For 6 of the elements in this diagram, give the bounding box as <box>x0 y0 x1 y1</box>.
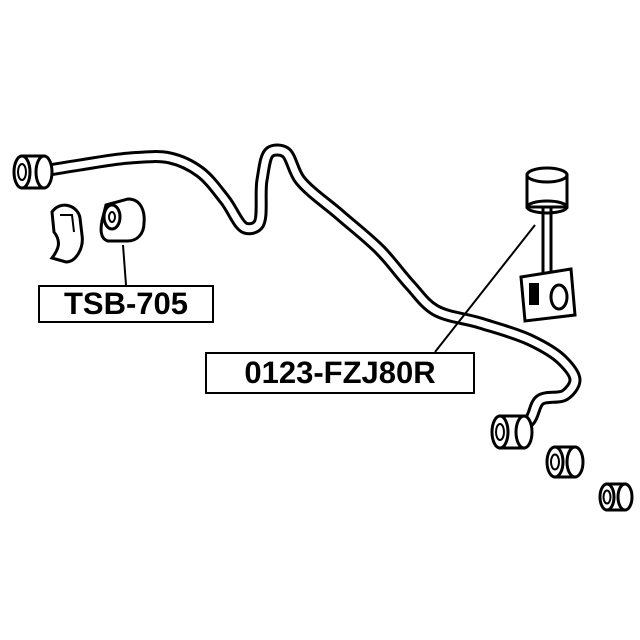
stabilizer-link-drawing <box>519 166 577 323</box>
part-number-label: TSB-705 <box>38 285 214 323</box>
leader-line <box>434 224 536 353</box>
bushing-drawing <box>100 198 146 242</box>
leader-line <box>122 244 127 286</box>
part-number-label: 0123-FZJ80R <box>205 352 475 394</box>
